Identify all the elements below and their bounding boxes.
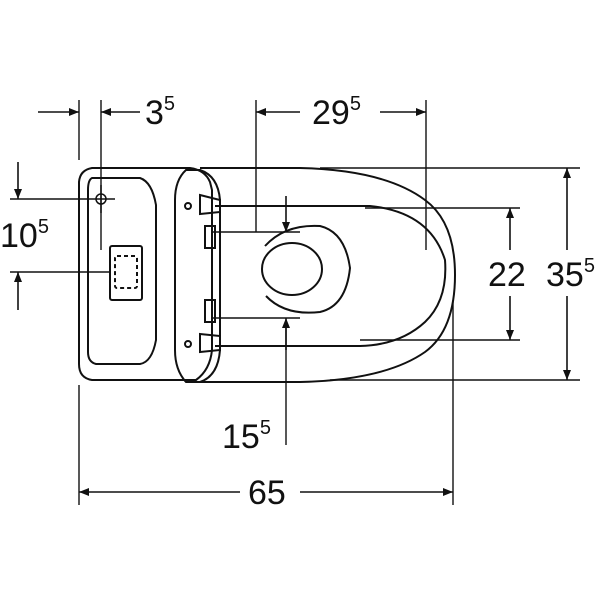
cistern-outline <box>78 167 213 381</box>
flush-button <box>109 245 143 301</box>
label-29-5: 295 <box>312 93 361 132</box>
hinge-pin-bottom <box>204 299 216 323</box>
cistern-lid <box>87 177 157 365</box>
toilet-body <box>78 167 457 383</box>
bolt-bottom <box>184 340 192 348</box>
dimension-arrows <box>14 108 571 496</box>
hinge-tab-top <box>199 193 221 216</box>
label-35-5: 355 <box>546 255 595 294</box>
bowl-outline <box>200 167 457 383</box>
bowl-rim <box>264 224 352 314</box>
label-65: 65 <box>248 474 286 512</box>
label-15-5: 155 <box>222 417 271 456</box>
label-22: 22 <box>488 256 526 294</box>
hinge-pin-top <box>204 225 216 249</box>
hinge-pins <box>184 193 221 354</box>
seat-outline <box>215 205 447 347</box>
label-10-5: 105 <box>0 216 49 255</box>
label-3-5: 35 <box>145 93 175 132</box>
extension-lines <box>10 100 580 505</box>
hinge-tab-bottom <box>199 332 221 354</box>
bolt-top <box>184 202 192 210</box>
bowl-opening <box>261 242 323 296</box>
